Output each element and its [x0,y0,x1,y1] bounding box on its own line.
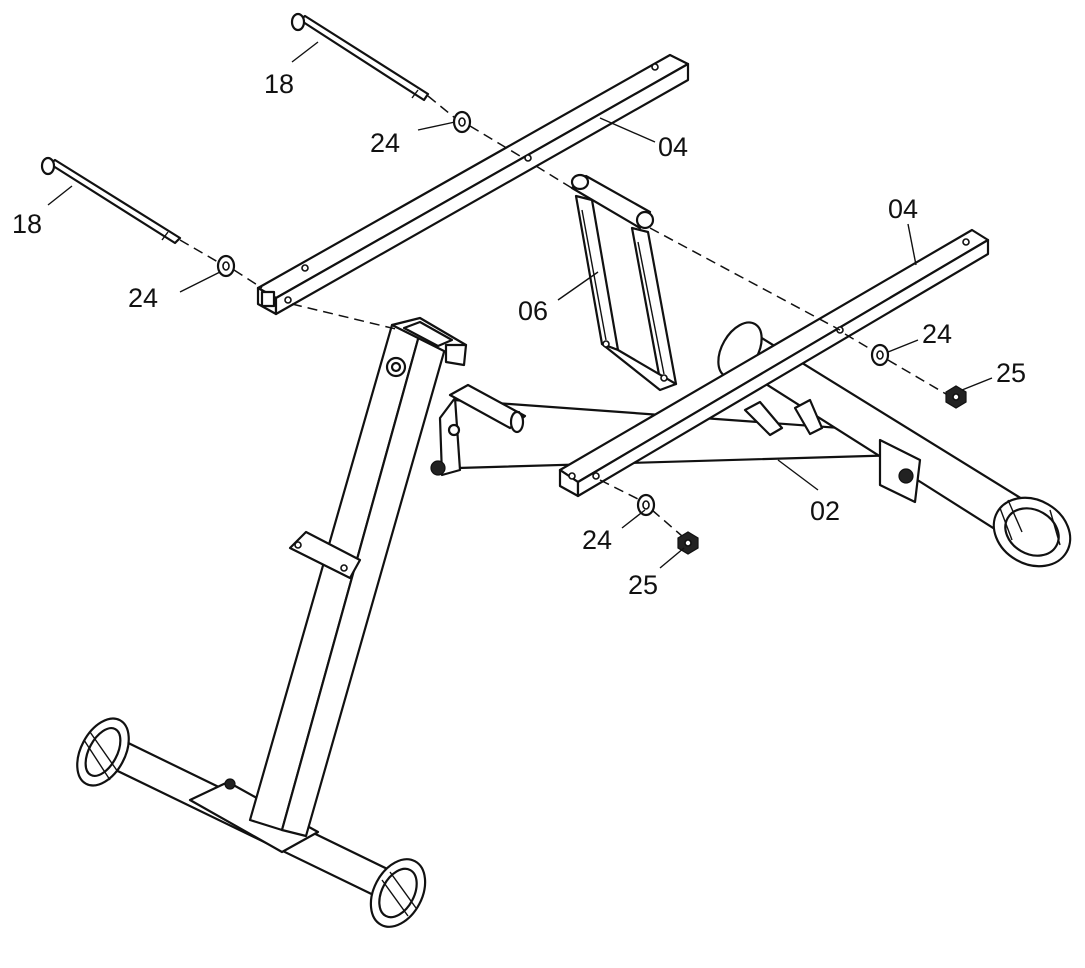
crossbar-04-upper [256,53,690,316]
callout-24-lower: 24 [582,525,612,555]
callout-24-left: 24 [128,283,158,313]
callout-24-upper: 24 [370,128,400,158]
assembly-lines [179,95,947,537]
callout-24-right: 24 [922,319,952,349]
callout-25-right: 25 [996,358,1026,388]
bracket-06 [570,173,678,392]
callout-02: 02 [810,496,840,526]
callout-06: 06 [518,296,548,326]
callout-04-lower: 04 [888,194,918,224]
upright-post [248,316,468,838]
callout-04-upper: 04 [658,132,688,162]
front-base-tube [76,717,427,928]
crossbar-04-lower [558,228,990,498]
callout-25-lower: 25 [628,570,658,600]
callout-labels: 18 18 24 24 24 24 04 04 06 25 25 02 [12,69,1026,600]
bolt-18-upper [290,12,430,102]
callout-18-lower: 18 [12,209,42,239]
bolt-18-lower [40,156,182,245]
callout-18-upper: 18 [264,69,294,99]
rear-base-tube [717,321,1072,568]
leader-lines [47,41,993,569]
